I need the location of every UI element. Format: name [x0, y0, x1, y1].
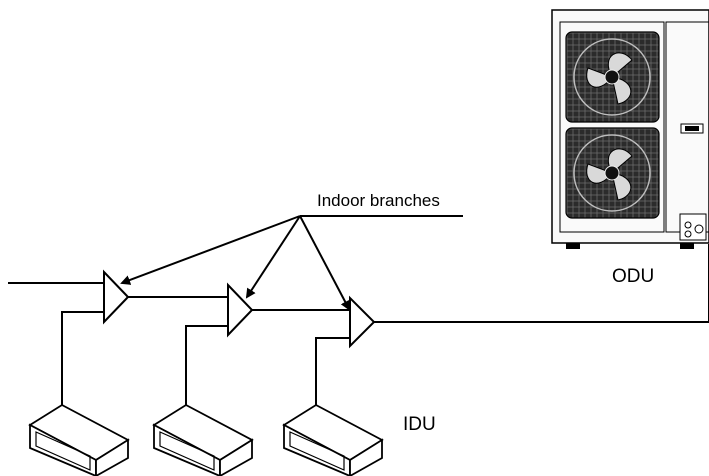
branch-pipe-3 — [315, 337, 350, 408]
indoor-branches-callout: Indoor branches — [120, 191, 463, 311]
branch-pipe-1 — [61, 311, 104, 408]
outdoor-unit — [551, 9, 709, 249]
indoor-branches-label: Indoor branches — [317, 191, 440, 210]
branch-pipe-2 — [185, 325, 228, 408]
odu-foot-right — [680, 243, 694, 249]
indoor-unit-3 — [282, 403, 384, 476]
pipe-ports-icon — [679, 213, 707, 241]
branch-joint-1 — [103, 269, 130, 325]
callout-arrow-2 — [245, 215, 301, 299]
main-pipe — [8, 244, 709, 323]
odu-label: ODU — [612, 266, 654, 287]
indoor-unit-2 — [152, 403, 254, 476]
odu-foot-left — [566, 243, 580, 249]
callout-arrow-3 — [299, 215, 350, 311]
indoor-unit-1 — [28, 403, 130, 476]
branch-joint-2 — [227, 282, 254, 338]
idu-label: IDU — [403, 414, 436, 435]
side-handle-icon — [680, 123, 704, 134]
branch-joint-3 — [349, 295, 376, 349]
upper-fan-icon — [565, 31, 660, 123]
lower-fan-icon — [565, 127, 660, 219]
callout-arrow-1 — [120, 215, 301, 285]
